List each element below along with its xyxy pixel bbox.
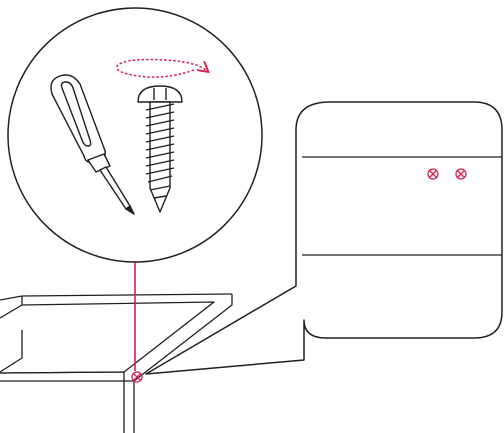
box-inner-left-wall xyxy=(0,296,23,319)
panel-callout-bubble xyxy=(145,101,503,375)
box-back-edge xyxy=(0,293,233,301)
rotation-arrow-icon xyxy=(116,58,206,78)
screwdriver-icon xyxy=(50,74,135,215)
panel-screw-marker xyxy=(455,168,467,180)
box-screw-marker xyxy=(131,371,143,383)
panel-screw-marker xyxy=(427,168,439,180)
open-box xyxy=(0,293,233,433)
box-right-edge xyxy=(133,294,233,382)
detail-circle xyxy=(7,7,263,263)
box-front-panel xyxy=(0,371,125,433)
box-inner-floor xyxy=(0,330,23,373)
screw-icon xyxy=(137,85,183,213)
